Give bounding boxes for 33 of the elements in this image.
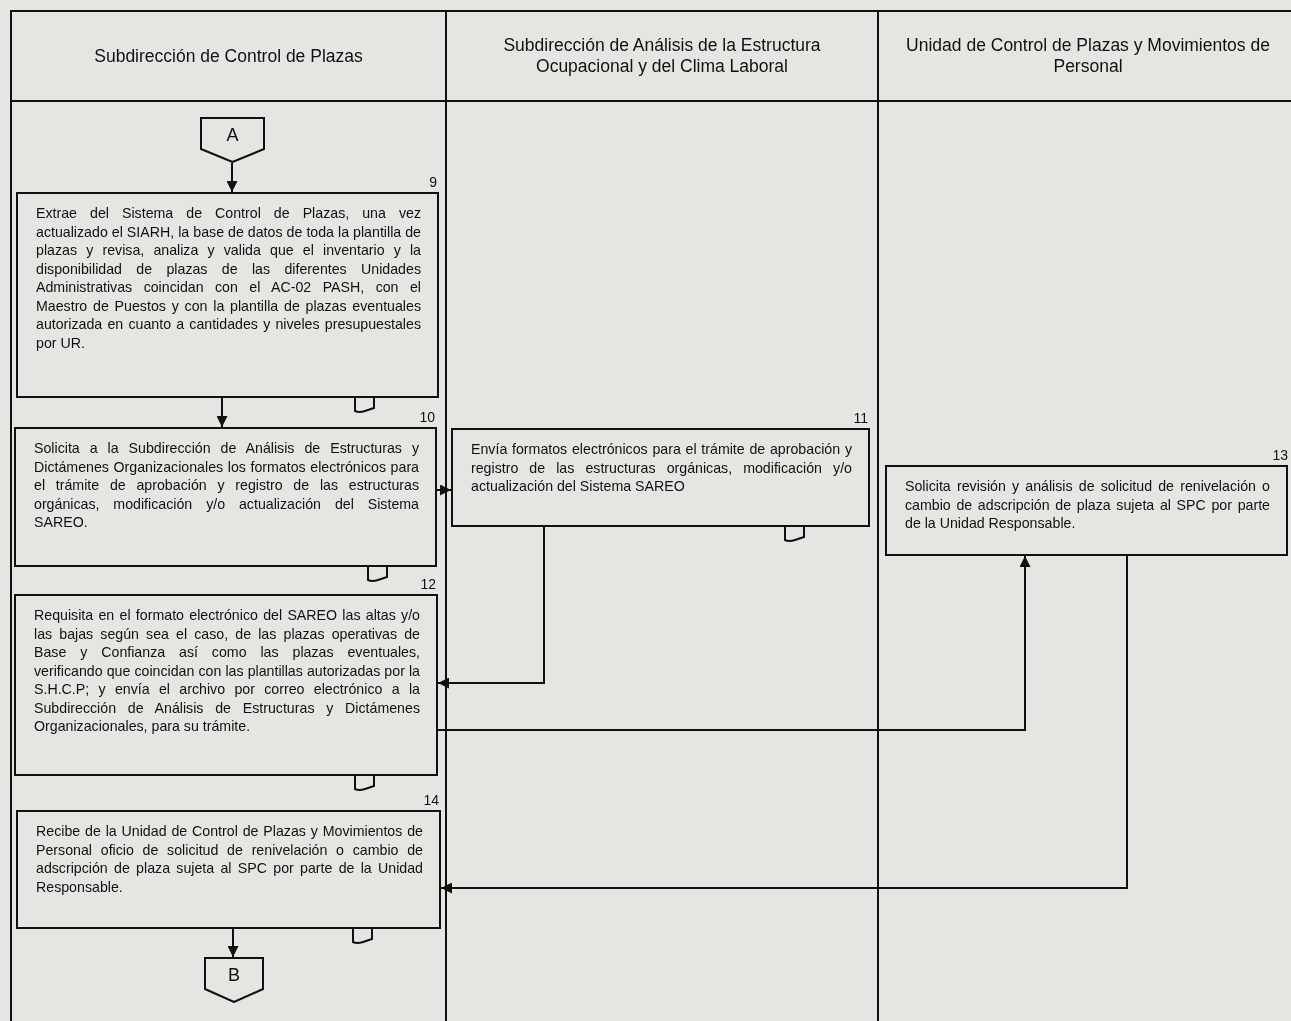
step-number: 12	[420, 577, 436, 592]
step-number: 14	[423, 793, 439, 808]
process-box	[16, 810, 441, 929]
swimlane	[10, 10, 447, 1021]
step-number: 11	[853, 411, 868, 426]
process-box	[451, 428, 870, 527]
arrow	[437, 526, 545, 689]
step-text: Extrae del Sistema de Control de Plazas, una vez actualizado el SIARH, la base de datos de toda la plantilla de plazas y revisa, analiza y valida que el inventario y la disponibilidad de plazas de las diferentes Unidades Administrativas coincidan con el AC-02 PASH, con el Maestro de Puestos y con la plantilla de plazas eventuales autorizada en cuanto a cantidades y niveles presupuestales por UR.	[36, 204, 421, 352]
step-text: Requisita en el formato electrónico del SAREO las altas y/o las bajas según sea el caso, de las plazas operativas de Base y Confianza así como las plazas eventuales, verificando que coincidan con las plantillas autorizadas por la S.H.C.P; y envía el archivo por correo electrónico a la Subdirección de Análisis de Estructuras y Dictámenes Organizacionales, para su trámite.	[34, 606, 420, 736]
process-box	[14, 594, 438, 776]
step-text: Solicita revisión y análisis de solicitud de renivelación o cambio de adscripción de plaza sujeta al SPC por parte de la Unidad Responsable.	[905, 477, 1270, 533]
step-text: Recibe de la Unidad de Control de Plazas y Movimientos de Personal oficio de solicitud de renivelación o cambio de adscripción de plaza sujeta al SPC por parte de la Unidad Responsable.	[36, 822, 423, 896]
process-box	[14, 427, 437, 567]
lane-header: Unidad de Control de Plazas y Movimientos de Personal	[905, 35, 1271, 77]
step-number: 9	[429, 175, 437, 190]
connector-label: B	[227, 965, 241, 986]
process-box	[16, 192, 439, 398]
offpage-connector	[200, 117, 265, 163]
arrow	[437, 555, 1031, 731]
lane-header: Subdirección de Análisis de la Estructura Ocupacional y del Clima Laboral	[502, 35, 822, 77]
arrow	[226, 162, 238, 193]
step-number: 13	[1272, 448, 1288, 463]
arrow	[216, 397, 228, 428]
step-number: 10	[419, 410, 435, 425]
step-text: Solicita a la Subdirección de Análisis de Estructuras y Dictámenes Organizacionales los formatos electrónicos para el trámite de aprobación y registro de las estructuras orgánicas, modificación y/o actualización del Sistema SAREO.	[34, 439, 419, 532]
arrow	[440, 555, 1128, 894]
lane-header: Subdirección de Control de Plazas	[93, 45, 364, 67]
step-text: Envía formatos electrónicos para el trámite de aprobación y registro de las estructuras orgánicas, modificación y/o actualización del Sistema SAREO	[471, 440, 852, 496]
arrow	[436, 484, 452, 496]
process-box	[885, 465, 1288, 556]
connector-label: A	[225, 125, 240, 146]
offpage-connector	[204, 957, 264, 1003]
arrow	[227, 928, 239, 958]
